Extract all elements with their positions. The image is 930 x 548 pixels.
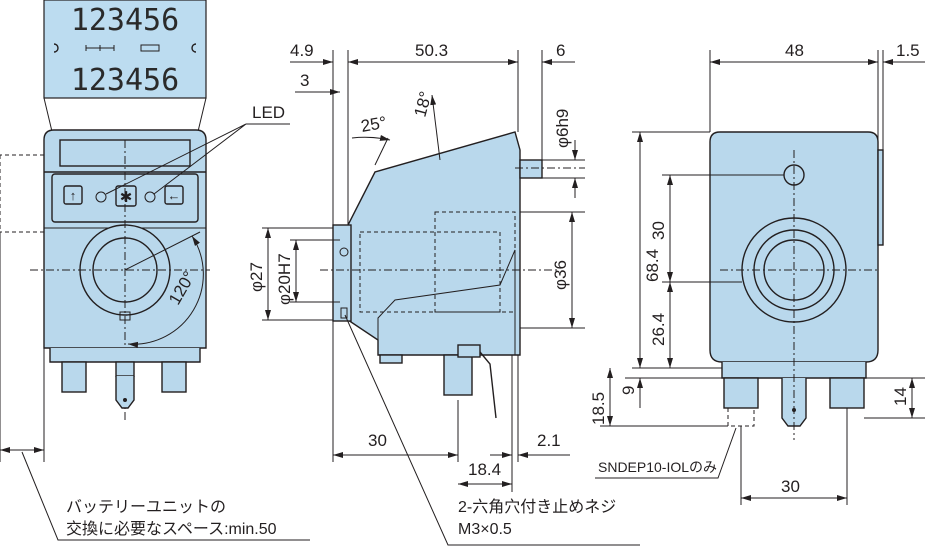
connectors-front [61, 361, 187, 409]
lcd-top-digits: 123456 [71, 3, 179, 38]
led-label: LED [252, 103, 285, 122]
dim-18-4: 18.4 [468, 460, 501, 479]
side-shaft [519, 159, 543, 179]
dim-26-4: 26.4 [649, 313, 668, 346]
dim-48: 48 [785, 41, 804, 60]
led-indicator-1 [95, 191, 107, 203]
up-arrow-icon: ↑ [70, 188, 77, 203]
battery-note-line1: バッテリーユニットの [66, 499, 226, 516]
battery-space-outline [0, 154, 44, 233]
side-connector [379, 344, 497, 419]
rotate-cw-icon [191, 43, 197, 53]
model-note: SNDEP10-IOLのみ [598, 459, 717, 475]
left-arrow-icon: ← [168, 188, 181, 203]
side-view: 4.9 50.3 6 3 25° 18° φ6h9 φ36 φ27 φ20H7 [247, 41, 640, 546]
front-view: 123456 123456 ↑ ✱ ← LED [0, 0, 310, 541]
angle-18-label: 18° [411, 89, 436, 119]
dim-9: 9 [619, 386, 638, 395]
rear-view: 48 1.5 68.4 30 26.4 18.5 9 14 30 SNDEP10… [589, 41, 925, 505]
dim-1-5: 1.5 [896, 41, 920, 60]
dim-phi36: φ36 [551, 260, 570, 290]
dim-14: 14 [891, 387, 910, 406]
dim-3: 3 [300, 71, 309, 90]
dim-30-vertical: 30 [649, 221, 668, 240]
dim-30-horizontal: 30 [781, 477, 800, 496]
battery-icon [140, 44, 160, 52]
angle-25-label: 25° [359, 113, 388, 136]
lcd-zoom-panel: 123456 123456 [43, 0, 207, 166]
enter-button[interactable]: ← [164, 185, 184, 205]
dim-50-3: 50.3 [415, 41, 448, 60]
screw-note-line1: 2-六角穴付き止めネジ [458, 498, 616, 516]
dim-30-side: 30 [368, 431, 387, 450]
dim-18-5: 18.5 [589, 392, 608, 425]
dim-phi6h9: φ6h9 [553, 109, 572, 148]
asterisk-icon: ✱ [120, 189, 133, 206]
rotate-ccw-icon [53, 43, 59, 53]
lcd-bottom-digits: 123456 [71, 63, 179, 98]
up-button[interactable]: ↑ [63, 185, 83, 205]
dim-phi27: φ27 [247, 262, 266, 292]
screw-note-line2: M3×0.5 [458, 521, 512, 538]
range-icon [85, 45, 115, 51]
battery-note-line2: 交換に必要なスペース:min.50 [66, 520, 277, 538]
dim-68-4: 68.4 [643, 249, 662, 282]
set-button[interactable]: ✱ [115, 185, 137, 207]
side-flange [332, 224, 352, 322]
side-body [347, 131, 521, 356]
dim-6: 6 [556, 41, 565, 60]
led-indicator-2 [144, 191, 156, 203]
dim-2-1: 2.1 [537, 431, 561, 450]
dim-phi20h7: φ20H7 [275, 253, 294, 305]
dim-4-9: 4.9 [290, 41, 314, 60]
